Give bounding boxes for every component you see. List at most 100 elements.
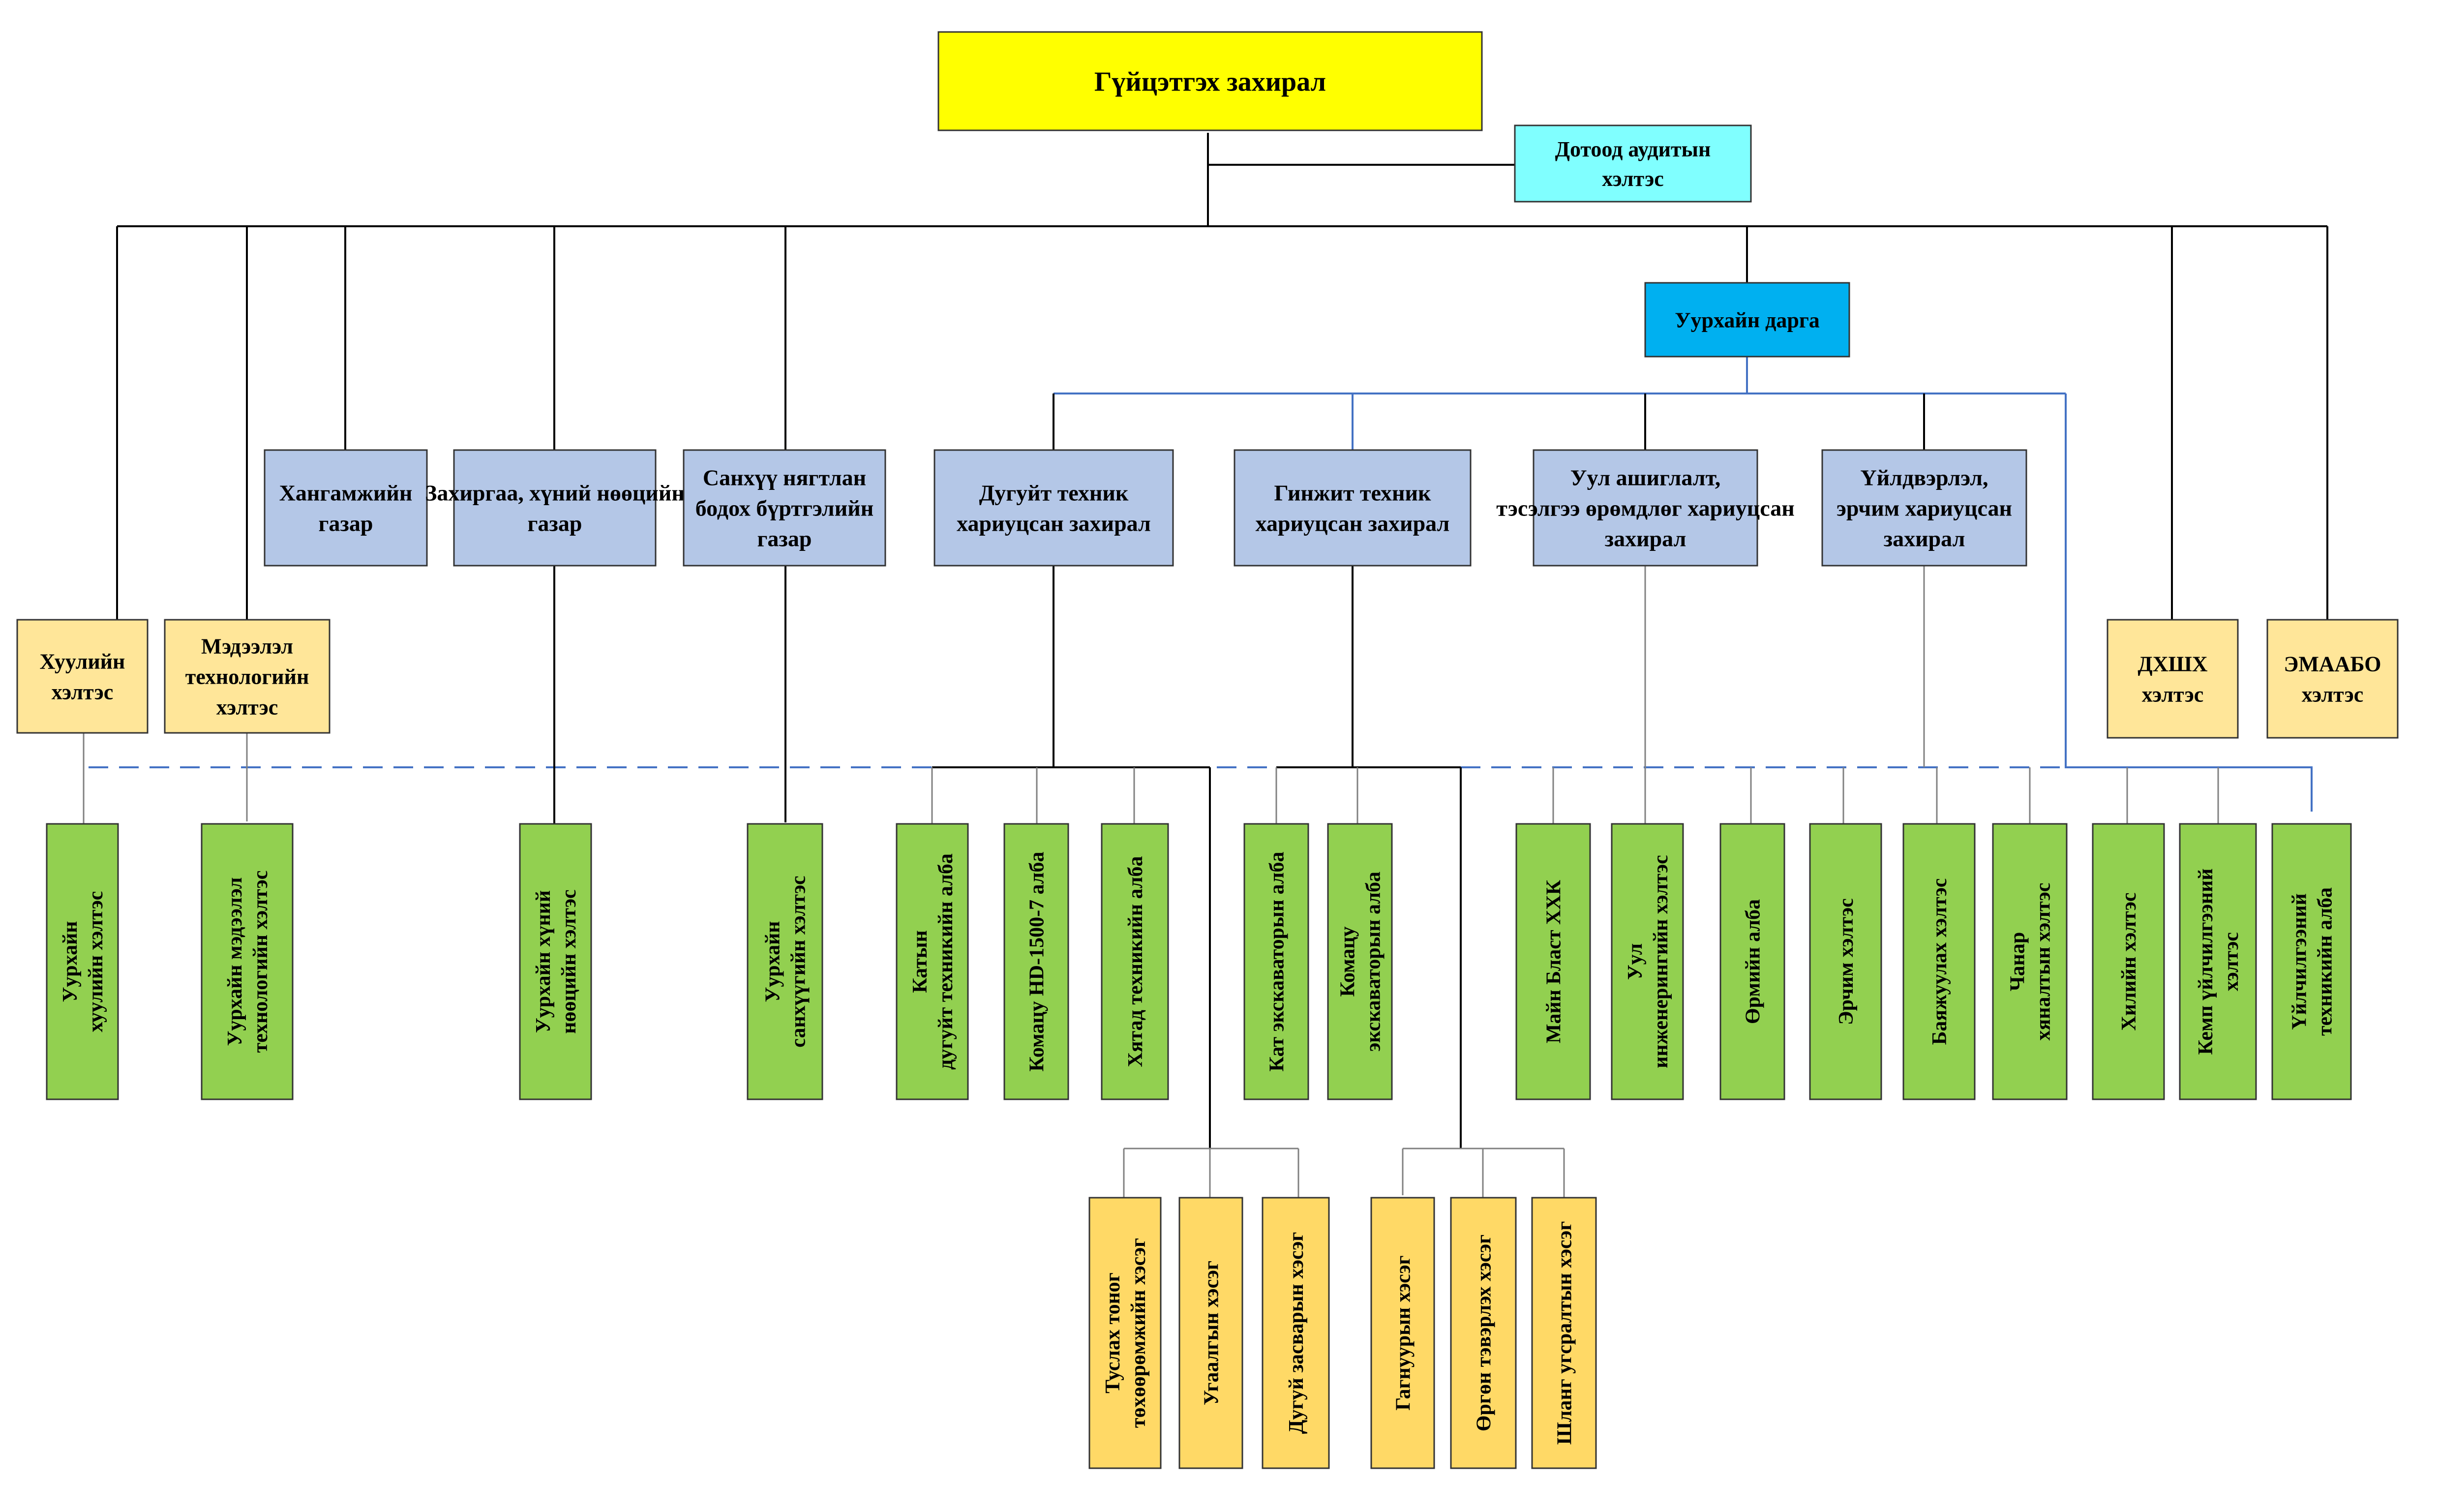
node-box <box>1821 449 2027 567</box>
node-box <box>2266 619 2399 739</box>
node-box <box>1450 1197 1517 1469</box>
node-label: Өрмийн алба <box>1742 899 1765 1024</box>
node-subunit-u03: Дугуй засварын хэсэг <box>1262 1197 1330 1469</box>
node-label: Эрчим хэлтэс <box>1835 898 1858 1025</box>
node-box <box>1327 823 1393 1100</box>
node-box <box>2107 619 2239 739</box>
node-box <box>1611 823 1684 1100</box>
node-section-s06: Комацу HD-1500-7 алба <box>1003 823 1069 1100</box>
node-box <box>1644 282 1850 358</box>
node-box <box>1992 823 2068 1100</box>
connector-lines <box>83 133 2328 1198</box>
node-box <box>1101 823 1169 1100</box>
node-box <box>1514 124 1752 203</box>
node-box <box>264 449 428 567</box>
node-box <box>896 823 969 1100</box>
node-subunit-u02: Угаалгын хэсэг <box>1178 1197 1243 1469</box>
node-subunit-u04: Гагнуурын хэсэг <box>1370 1197 1435 1469</box>
node-mine-head: Уурхайн дарга <box>1644 282 1850 358</box>
node-director: Гүйцэтгэх захирал <box>937 31 1483 131</box>
node-box <box>2271 823 2352 1100</box>
node-section-s12: Өрмийн алба <box>1719 823 1785 1100</box>
node-box <box>164 619 331 734</box>
node-box <box>1003 823 1069 1100</box>
node-box <box>46 823 119 1100</box>
node-box <box>747 823 823 1100</box>
node-box <box>1262 1197 1330 1469</box>
node-label: Кат экскаваторын алба <box>1266 852 1289 1072</box>
node-box <box>1178 1197 1243 1469</box>
node-label: Комацу HD-1500-7 алба <box>1026 852 1049 1072</box>
node-box <box>933 449 1174 567</box>
node-box <box>1902 823 1976 1100</box>
node-label: Өргөн тэвэрлэх хэсэг <box>1473 1235 1496 1431</box>
node-subunit-u06: Шланг угсралтын хэсэг <box>1531 1197 1597 1469</box>
node-box <box>1370 1197 1435 1469</box>
node-box <box>1809 823 1882 1100</box>
node-subunit-u05: Өргөн тэвэрлэх хэсэг <box>1450 1197 1517 1469</box>
node-label: Угаалгын хэсэг <box>1201 1261 1223 1405</box>
node-label: Шланг угсралтын хэсэг <box>1554 1221 1576 1445</box>
node-section-s07: Хятад техникийн алба <box>1101 823 1169 1100</box>
connector-line <box>2065 393 2313 812</box>
node-mining-ops: Уул ашиглалт,тэсэлгээ өрөмдлөг хариуцсан… <box>1496 449 1795 567</box>
node-label: Уул ашиглалт,тэсэлгээ өрөмдлөг хариуцсан… <box>1496 465 1794 551</box>
node-box <box>1088 1197 1162 1469</box>
node-box <box>1533 449 1758 567</box>
node-label: Гагнуурын хэсэг <box>1392 1255 1415 1410</box>
node-label: Майн Бласт ХХК <box>1543 879 1566 1043</box>
node-label: Уурхайн дарга <box>1675 308 1820 332</box>
node-label: Гүйцэтгэх захирал <box>1094 67 1326 97</box>
node-section-s10: Майн Бласт ХХК <box>1515 823 1591 1100</box>
node-box <box>519 823 592 1100</box>
node-box <box>937 31 1483 131</box>
node-section-s08: Кат экскаваторын алба <box>1243 823 1309 1100</box>
node-box <box>453 449 657 567</box>
node-label: Хятад техникийн алба <box>1124 856 1147 1067</box>
node-section-s16: Хилийн хэлтэс <box>2092 823 2165 1100</box>
node-box <box>2092 823 2165 1100</box>
node-box <box>1515 823 1591 1100</box>
node-section-s14: Баяжуулах хэлтэс <box>1902 823 1976 1100</box>
